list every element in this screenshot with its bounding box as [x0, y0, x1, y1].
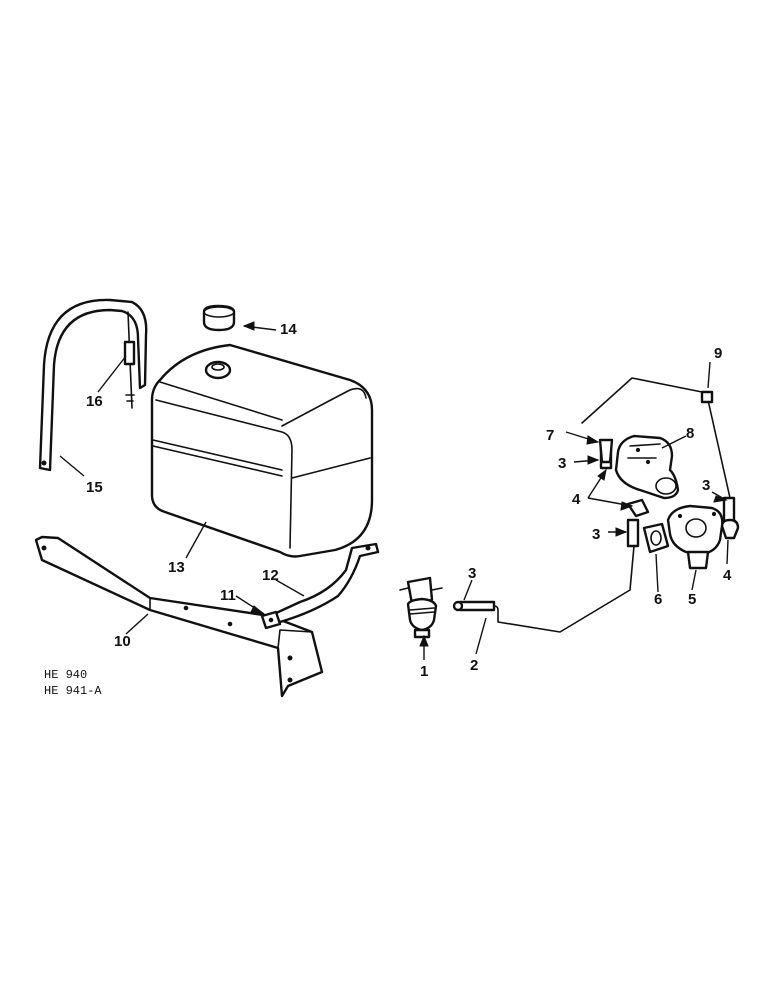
fuel-pump [666, 504, 724, 570]
callout-2: 2 [470, 657, 478, 674]
reference-line-2: HE 941-A [44, 684, 102, 698]
carburetor [614, 434, 680, 500]
tank-strap [38, 298, 148, 472]
callout-6: 6 [654, 591, 662, 608]
callout-14: 14 [280, 321, 297, 338]
fuel-filter [399, 576, 443, 639]
drawing-references: HE 940 HE 941-A [44, 668, 102, 698]
strap-bolt [123, 311, 136, 409]
callout-10: 10 [114, 633, 131, 650]
elbow-fitting-left [626, 498, 650, 518]
callout-3-middle: 3 [592, 526, 600, 543]
mounting-rail [34, 535, 324, 698]
callout-13: 13 [168, 559, 185, 576]
callout-12: 12 [262, 567, 279, 584]
leader-arrowheads [242, 321, 728, 647]
callout-8: 8 [686, 425, 694, 442]
callout-5: 5 [688, 591, 696, 608]
fuel-line [455, 545, 635, 633]
callout-16: 16 [86, 393, 103, 410]
callout-11: 11 [220, 587, 236, 604]
hold-down-strap [272, 542, 380, 624]
carb-fuel-line [598, 438, 614, 464]
callout-labels: 1 2 3 3 3 3 4 4 5 6 7 8 9 10 11 12 13 14… [86, 321, 732, 680]
callout-15: 15 [86, 479, 103, 496]
callout-9: 9 [714, 345, 722, 362]
fuel-tank-cap [202, 304, 236, 332]
callout-3-lower: 3 [468, 565, 476, 582]
upper-fuel-line [581, 377, 731, 499]
callout-1: 1 [420, 663, 428, 680]
line-fitting-middle [626, 518, 640, 548]
pump-gasket [642, 522, 670, 554]
line-fitting-lower [452, 600, 464, 612]
callout-3-right: 3 [702, 477, 710, 494]
callout-4-left: 4 [572, 491, 581, 508]
filler-neck [204, 360, 232, 380]
reference-line-1: HE 940 [44, 668, 87, 682]
elbow-fitting-right [720, 518, 740, 540]
callout-3-upper: 3 [558, 455, 566, 472]
callout-7: 7 [546, 427, 554, 444]
fuel-tank [150, 343, 374, 558]
callout-4-right: 4 [723, 567, 732, 584]
strap-clip [260, 610, 282, 630]
